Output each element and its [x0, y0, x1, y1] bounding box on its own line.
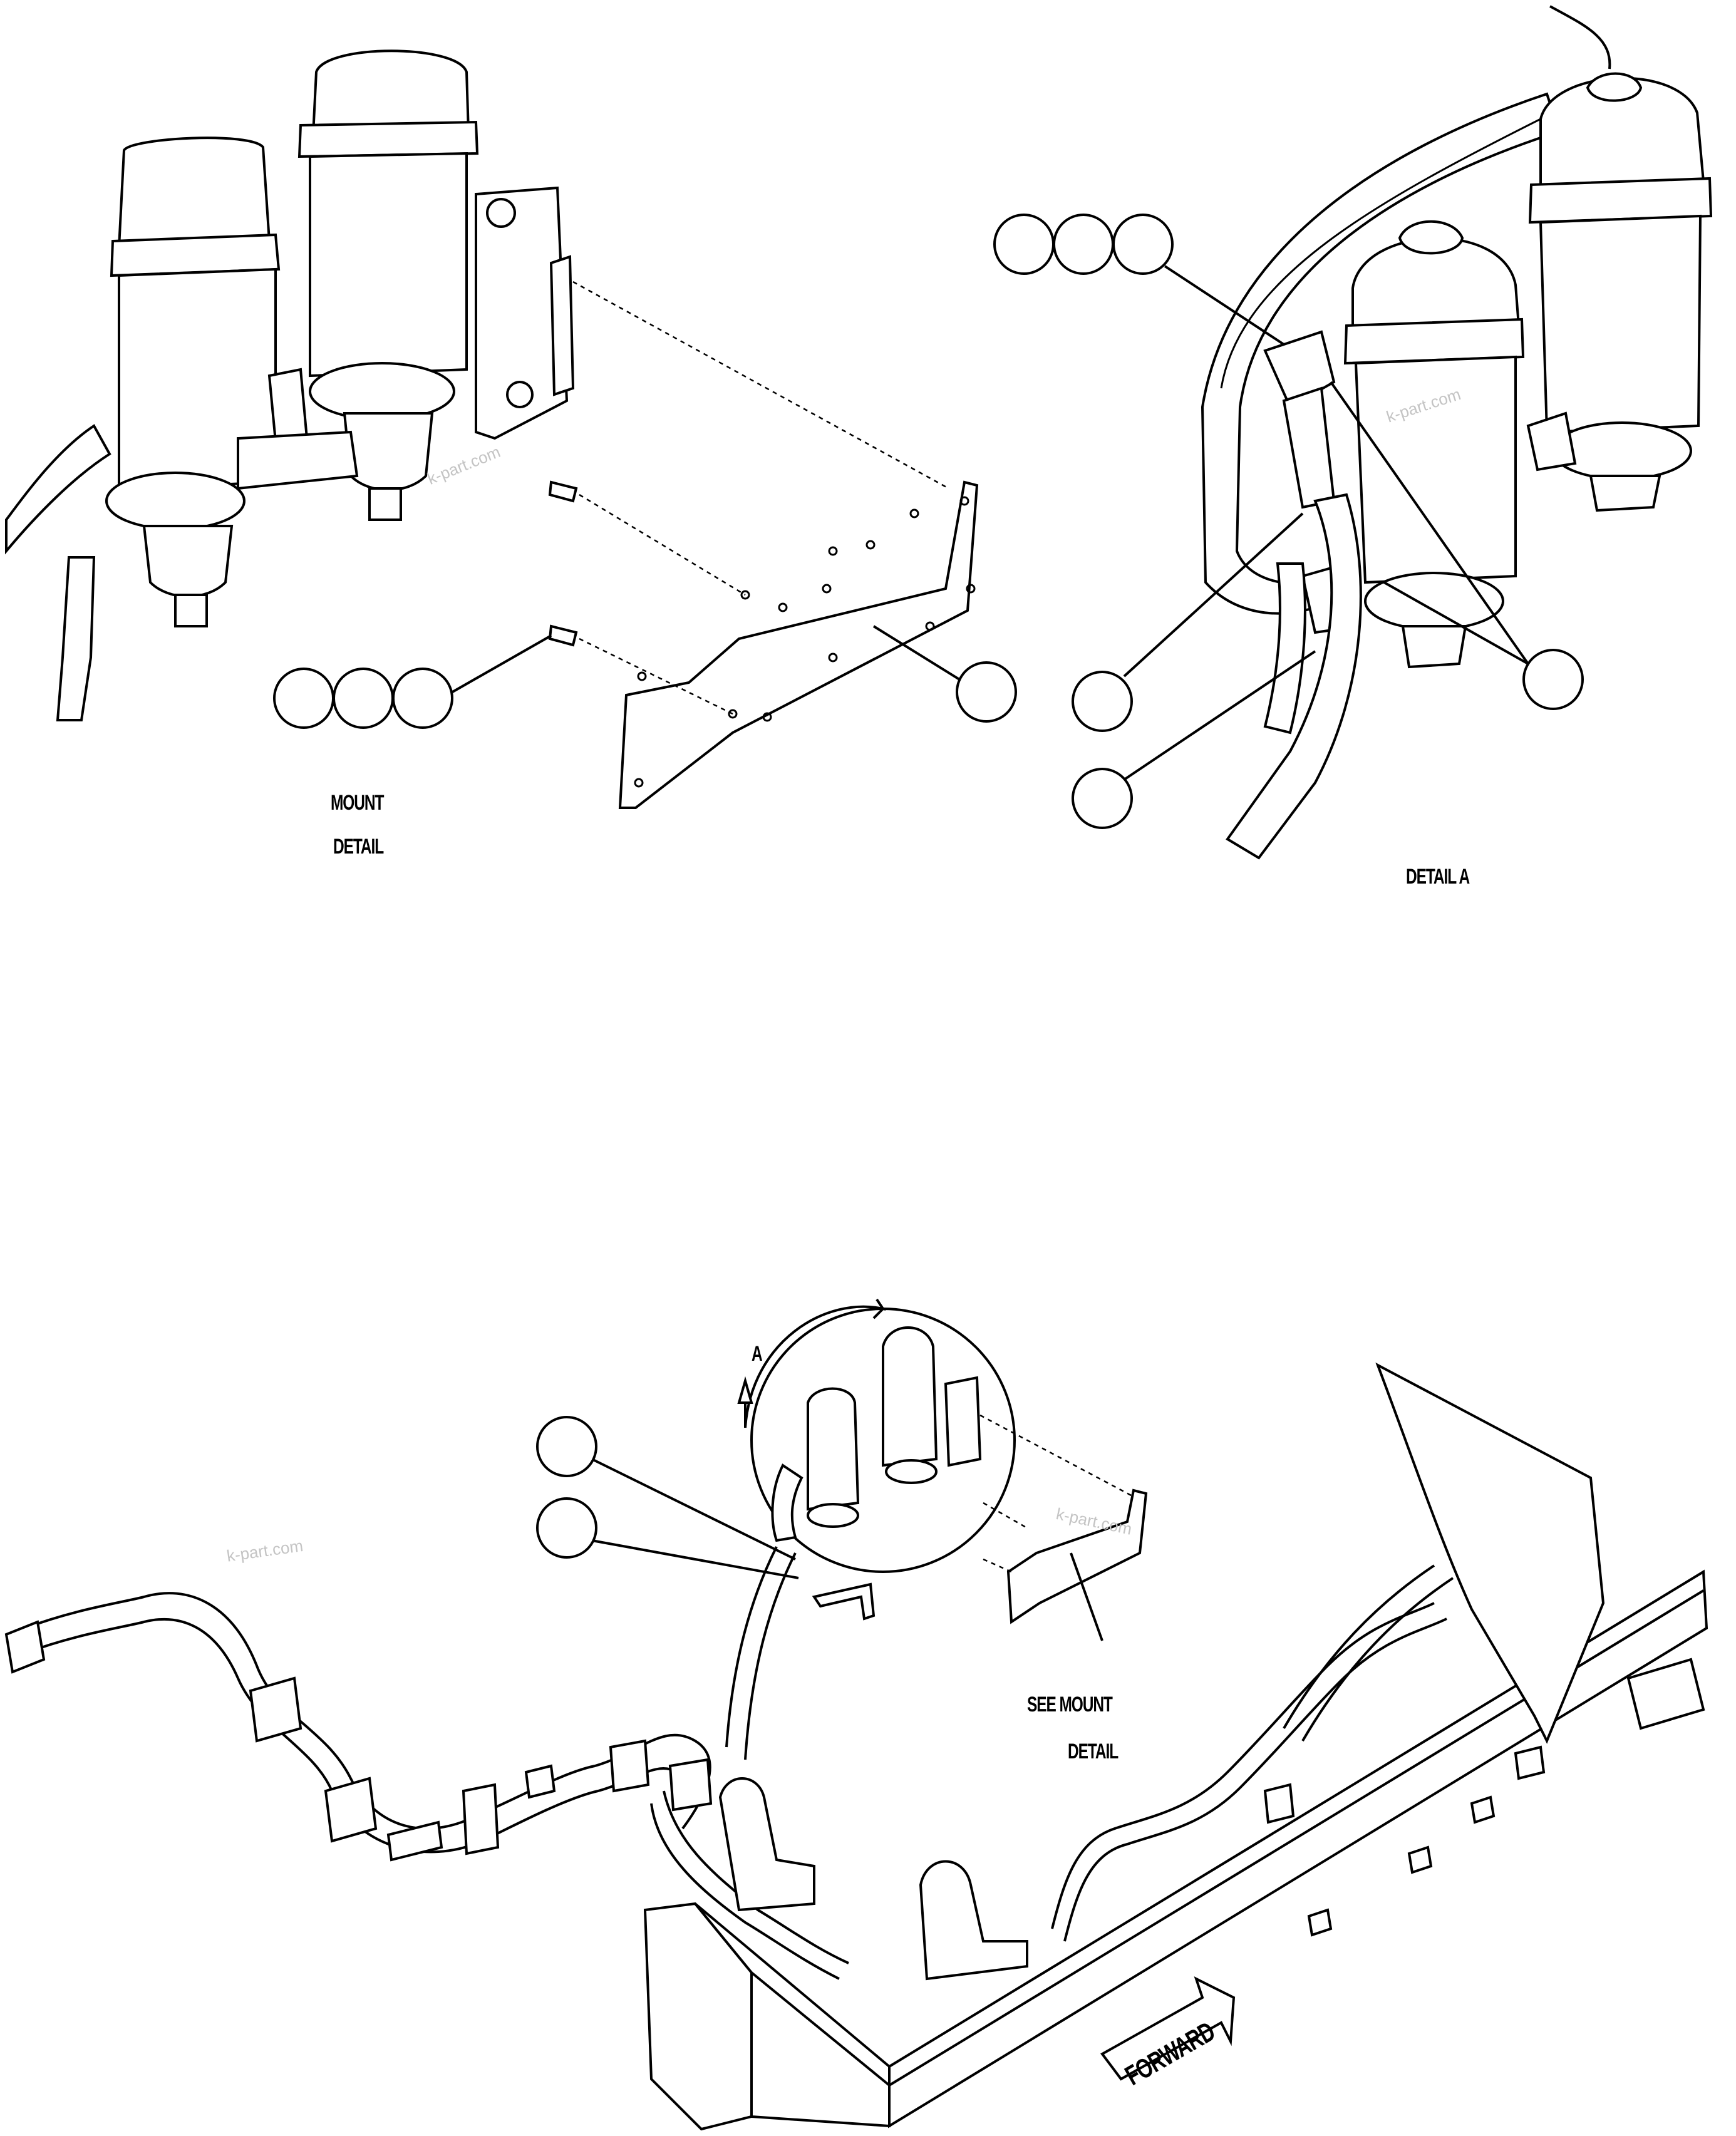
main-detail-a-inset	[737, 1298, 1016, 1573]
mount-detail-hose	[5, 424, 111, 721]
detail-a-leader-right-2	[1383, 581, 1529, 665]
mount-detail-label-line1: MOUNT	[331, 791, 384, 815]
mount-detail-bolts	[548, 480, 578, 647]
mount-detail-bolt-leader	[441, 634, 552, 699]
callout-detail-a-1	[993, 214, 1055, 275]
callout-detail-a-left-1	[1072, 671, 1133, 732]
see-mount-label-line1: SEE MOUNT	[1027, 1693, 1113, 1716]
mount-detail-explosion-lines	[572, 281, 949, 715]
main-assembly-view	[4, 1298, 1708, 2131]
see-mount-label-line2: DETAIL	[1068, 1740, 1119, 1763]
main-hose-clamps	[249, 1676, 1546, 1937]
view-a-label: A	[752, 1342, 763, 1366]
callout-mount-plate	[956, 661, 1017, 723]
callout-main-1	[536, 1416, 597, 1477]
detail-a-label: DETAIL A	[1406, 865, 1470, 889]
detail-a-leader-left-1	[1123, 512, 1304, 678]
callout-mount-bolt-1	[273, 668, 334, 729]
callout-mount-bolt-2	[333, 668, 394, 729]
mount-detail-bracket	[237, 186, 575, 490]
callout-detail-a-right	[1522, 649, 1584, 710]
callout-detail-a-2	[1053, 214, 1114, 275]
callout-detail-a-left-2	[1072, 768, 1133, 829]
mount-detail-label-line2: DETAIL	[333, 835, 384, 859]
detail-a-front-filter	[1343, 220, 1525, 669]
forward-arrow	[1100, 1976, 1236, 2081]
detail-a-hoses	[1226, 493, 1362, 860]
mount-detail-left-filter	[105, 137, 281, 627]
detail-a-leader-left-2	[1123, 650, 1316, 781]
main-guard-panel	[1375, 1362, 1605, 1744]
main-leader-1	[591, 1458, 796, 1561]
main-hose-bracket	[812, 1582, 876, 1621]
mount-detail-view	[5, 49, 1017, 809]
callout-main-2	[536, 1497, 597, 1559]
detail-a-leader-top	[1164, 265, 1285, 346]
main-mount-plate	[979, 1414, 1148, 1641]
detail-a-view	[993, 5, 1713, 860]
callout-detail-a-3	[1112, 214, 1174, 275]
mount-detail-plate-leader	[872, 625, 966, 684]
detail-a-vent-tube	[1549, 5, 1611, 70]
detail-a-leader-right-1	[1330, 381, 1529, 665]
callout-mount-bolt-3	[392, 668, 453, 729]
mount-detail-right-filter	[297, 49, 479, 521]
mount-detail-plate	[618, 480, 979, 809]
detail-a-rear-filter	[1528, 72, 1713, 512]
